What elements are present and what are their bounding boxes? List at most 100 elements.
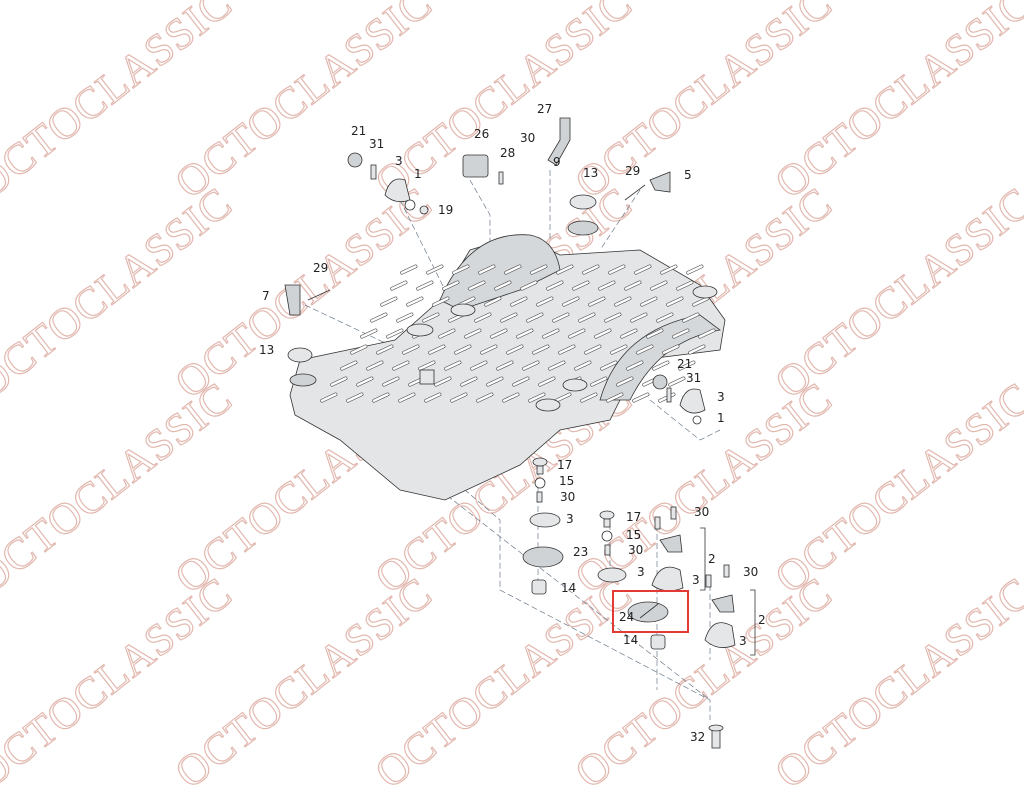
panel-slot [620,328,638,339]
panel-slot [402,344,420,355]
panel-slot [666,296,684,307]
panel-slot [672,328,690,339]
panel-slot [428,344,446,355]
panel-slot [360,328,378,339]
panel-slot [396,312,414,323]
part-label: 28 [500,146,515,160]
part-label: 3 [637,565,645,579]
part-label: 21 [351,124,366,138]
panel-slot [346,392,364,403]
part-label: 2 [708,552,716,566]
panel-slot [686,264,704,275]
panel-slot [490,328,508,339]
panel-slot [558,344,576,355]
panel-slot [520,280,538,291]
panel-slot [452,264,470,275]
panel-slot [522,360,540,371]
panel-slot [624,280,642,291]
panel-slot [460,376,478,387]
part-label: 27 [537,102,552,116]
part-label: 17 [626,510,641,524]
panel-slot [330,376,348,387]
panel-slot [426,264,444,275]
panel-slot [386,328,404,339]
panel-slot [516,328,534,339]
panel-slot [486,376,504,387]
part-label: 13 [583,166,598,180]
part-label: 29 [313,261,328,275]
panel-slot [526,312,544,323]
panel-slot [634,264,652,275]
panel-slot [406,296,424,307]
panel-slot [450,392,468,403]
wheel-arch-left [439,234,561,311]
part-label: 1 [717,411,725,425]
panel-slot [610,344,628,355]
part-label: 17 [557,458,572,472]
part-label: 30 [628,543,643,557]
panel-slot [356,376,374,387]
panel-slot [632,392,650,403]
panel-slot [470,360,488,371]
part-label: 14 [623,633,638,647]
panel-slot [366,360,384,371]
panel-slot [584,344,602,355]
panel-slot [636,344,654,355]
panel-slot [376,344,394,355]
panel-slot [372,392,390,403]
panel-slot [432,296,450,307]
panel-slot [652,360,670,371]
panel-slot [542,328,560,339]
part-label: 3 [717,390,725,404]
panel-slot [650,280,668,291]
panel-slot [568,328,586,339]
panel-slot [688,344,706,355]
panel-slot [588,296,606,307]
panel-slot [614,296,632,307]
small-parts [284,117,736,749]
part-label: 5 [684,168,692,182]
panel-slot [398,392,416,403]
panel-slot [606,392,624,403]
panel-slot [678,360,696,371]
panel-slot [574,360,592,371]
panel-slot [512,376,530,387]
part-label: 30 [560,490,575,504]
panel-slot [556,264,574,275]
panel-slot [546,280,564,291]
panel-slot [630,312,648,323]
highlight-box-part-24 [612,590,689,633]
part-label: 9 [553,155,561,169]
panel-slot [500,312,518,323]
panel-slot [646,328,664,339]
part-label: 19 [438,203,453,217]
panel-slot [504,264,522,275]
panel-slot [598,280,616,291]
part-label: 13 [259,343,274,357]
part-label: 29 [625,164,640,178]
part-label: 7 [262,289,270,303]
panel-slot [510,296,528,307]
panel-slot [590,376,608,387]
panel-slot [502,392,520,403]
panel-slot [562,296,580,307]
part-label: 30 [694,505,709,519]
panel-slot [370,312,388,323]
panel-slot [478,264,496,275]
panel-slot [476,392,494,403]
part-label: 15 [626,528,641,542]
part-label: 1 [414,167,422,181]
part-label: 26 [474,127,489,141]
panel-slot [608,264,626,275]
panel-slot [600,360,618,371]
panel-slot [350,344,368,355]
panel-slot [496,360,514,371]
panel-slot [662,344,680,355]
panel-slot [578,312,596,323]
panel-slot [400,264,418,275]
panel-slot [494,280,512,291]
panel-slot [434,376,452,387]
part-label: 24 [619,610,634,624]
panel-slot [418,360,436,371]
panel-slot [536,296,554,307]
